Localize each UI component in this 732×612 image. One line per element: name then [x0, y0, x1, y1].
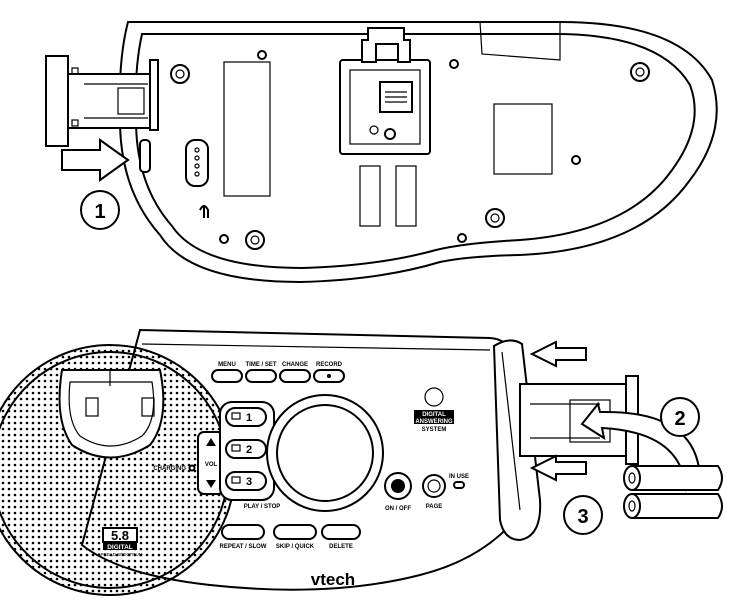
- repeat-slow-button[interactable]: [221, 524, 265, 540]
- charging-label: CHARGING: [153, 466, 186, 472]
- power-jack: [185, 139, 209, 187]
- svg-text:SYSTEM: SYSTEM: [422, 427, 447, 433]
- svg-text:5.8: 5.8: [111, 528, 129, 543]
- svg-text:2: 2: [246, 444, 252, 456]
- battery-door: [492, 339, 542, 542]
- phone-jack: [339, 27, 431, 155]
- mailbox-buttons: 1 2 3 PLAY / STOP: [219, 401, 281, 510]
- svg-text:ANSWERING: ANSWERING: [415, 419, 453, 425]
- badge-digital-answering-system: DIGITAL ANSWERING SYSTEM: [414, 387, 454, 433]
- skip-quick-button[interactable]: [273, 524, 317, 540]
- step-3-circle: [563, 495, 603, 535]
- volume-dial[interactable]: [266, 394, 384, 512]
- svg-text:DIGITAL: DIGITAL: [107, 544, 133, 551]
- svg-text:MENU: MENU: [218, 362, 236, 368]
- vol-up-icon: [206, 438, 216, 446]
- curved-arrow: [580, 401, 702, 492]
- in-use-label: IN USE: [449, 474, 469, 480]
- menu-button[interactable]: [211, 369, 243, 383]
- battery-cells: [623, 465, 723, 519]
- volume-rocker[interactable]: VOL: [197, 431, 225, 495]
- svg-text:DIGITAL: DIGITAL: [422, 412, 446, 418]
- handset-cradle: [58, 369, 165, 459]
- vol-down-icon: [206, 480, 216, 488]
- svg-text:1: 1: [246, 412, 252, 424]
- step-1-label: 1: [94, 201, 105, 223]
- in-use-led: [453, 481, 465, 489]
- step-1-circle: [80, 190, 120, 230]
- svg-text:RECORD: RECORD: [316, 362, 343, 368]
- step-2-circle: [660, 397, 700, 437]
- change-button[interactable]: [279, 369, 311, 383]
- svg-text:ON / OFF: ON / OFF: [385, 506, 411, 512]
- envelope-icon: [231, 476, 241, 484]
- svg-text:PLAY / STOP: PLAY / STOP: [244, 504, 281, 510]
- brand-logo: vtech: [311, 570, 355, 589]
- charging-led: [188, 464, 196, 472]
- svg-text:PAGE: PAGE: [426, 504, 443, 510]
- screw-holes: [170, 50, 650, 250]
- base-front: VOL CHARGING 5.8 DIGITAL SPREAD SPECTRUM…: [0, 328, 516, 596]
- badge-58-digital: 5.8 DIGITAL SPREAD SPECTRUM: [97, 527, 143, 557]
- step-3-label: 3: [577, 506, 588, 528]
- envelope-icon: [231, 444, 241, 452]
- bottom-buttons: REPEAT / SLOW SKIP / QUICK DELETE: [220, 524, 361, 550]
- insert-arrow-1: [61, 138, 130, 182]
- on-off-button[interactable]: ON / OFF: [384, 472, 412, 512]
- base-underside: [118, 21, 718, 284]
- battery-pack-top: [45, 55, 151, 147]
- svg-text:CHANGE: CHANGE: [282, 362, 308, 368]
- top-buttons: MENU TIME / SET CHANGE RECORD: [211, 362, 345, 383]
- insert-arrow-3: [529, 454, 587, 482]
- time-set-button[interactable]: [245, 369, 277, 383]
- step-2-label: 2: [674, 408, 685, 430]
- vol-label: VOL: [205, 462, 218, 468]
- envelope-icon: [231, 412, 241, 420]
- delete-button[interactable]: [321, 524, 361, 540]
- svg-text:SKIP / QUICK: SKIP / QUICK: [276, 544, 315, 550]
- page-button[interactable]: PAGE: [422, 474, 446, 510]
- svg-text:DELETE: DELETE: [329, 544, 353, 550]
- svg-text:SPREAD SPECTRUM: SPREAD SPECTRUM: [97, 552, 142, 557]
- insert-arrow-2: [529, 340, 587, 368]
- svg-text:3: 3: [246, 476, 252, 488]
- svg-text:REPEAT / SLOW: REPEAT / SLOW: [220, 544, 267, 550]
- svg-text:TIME / SET: TIME / SET: [245, 362, 276, 368]
